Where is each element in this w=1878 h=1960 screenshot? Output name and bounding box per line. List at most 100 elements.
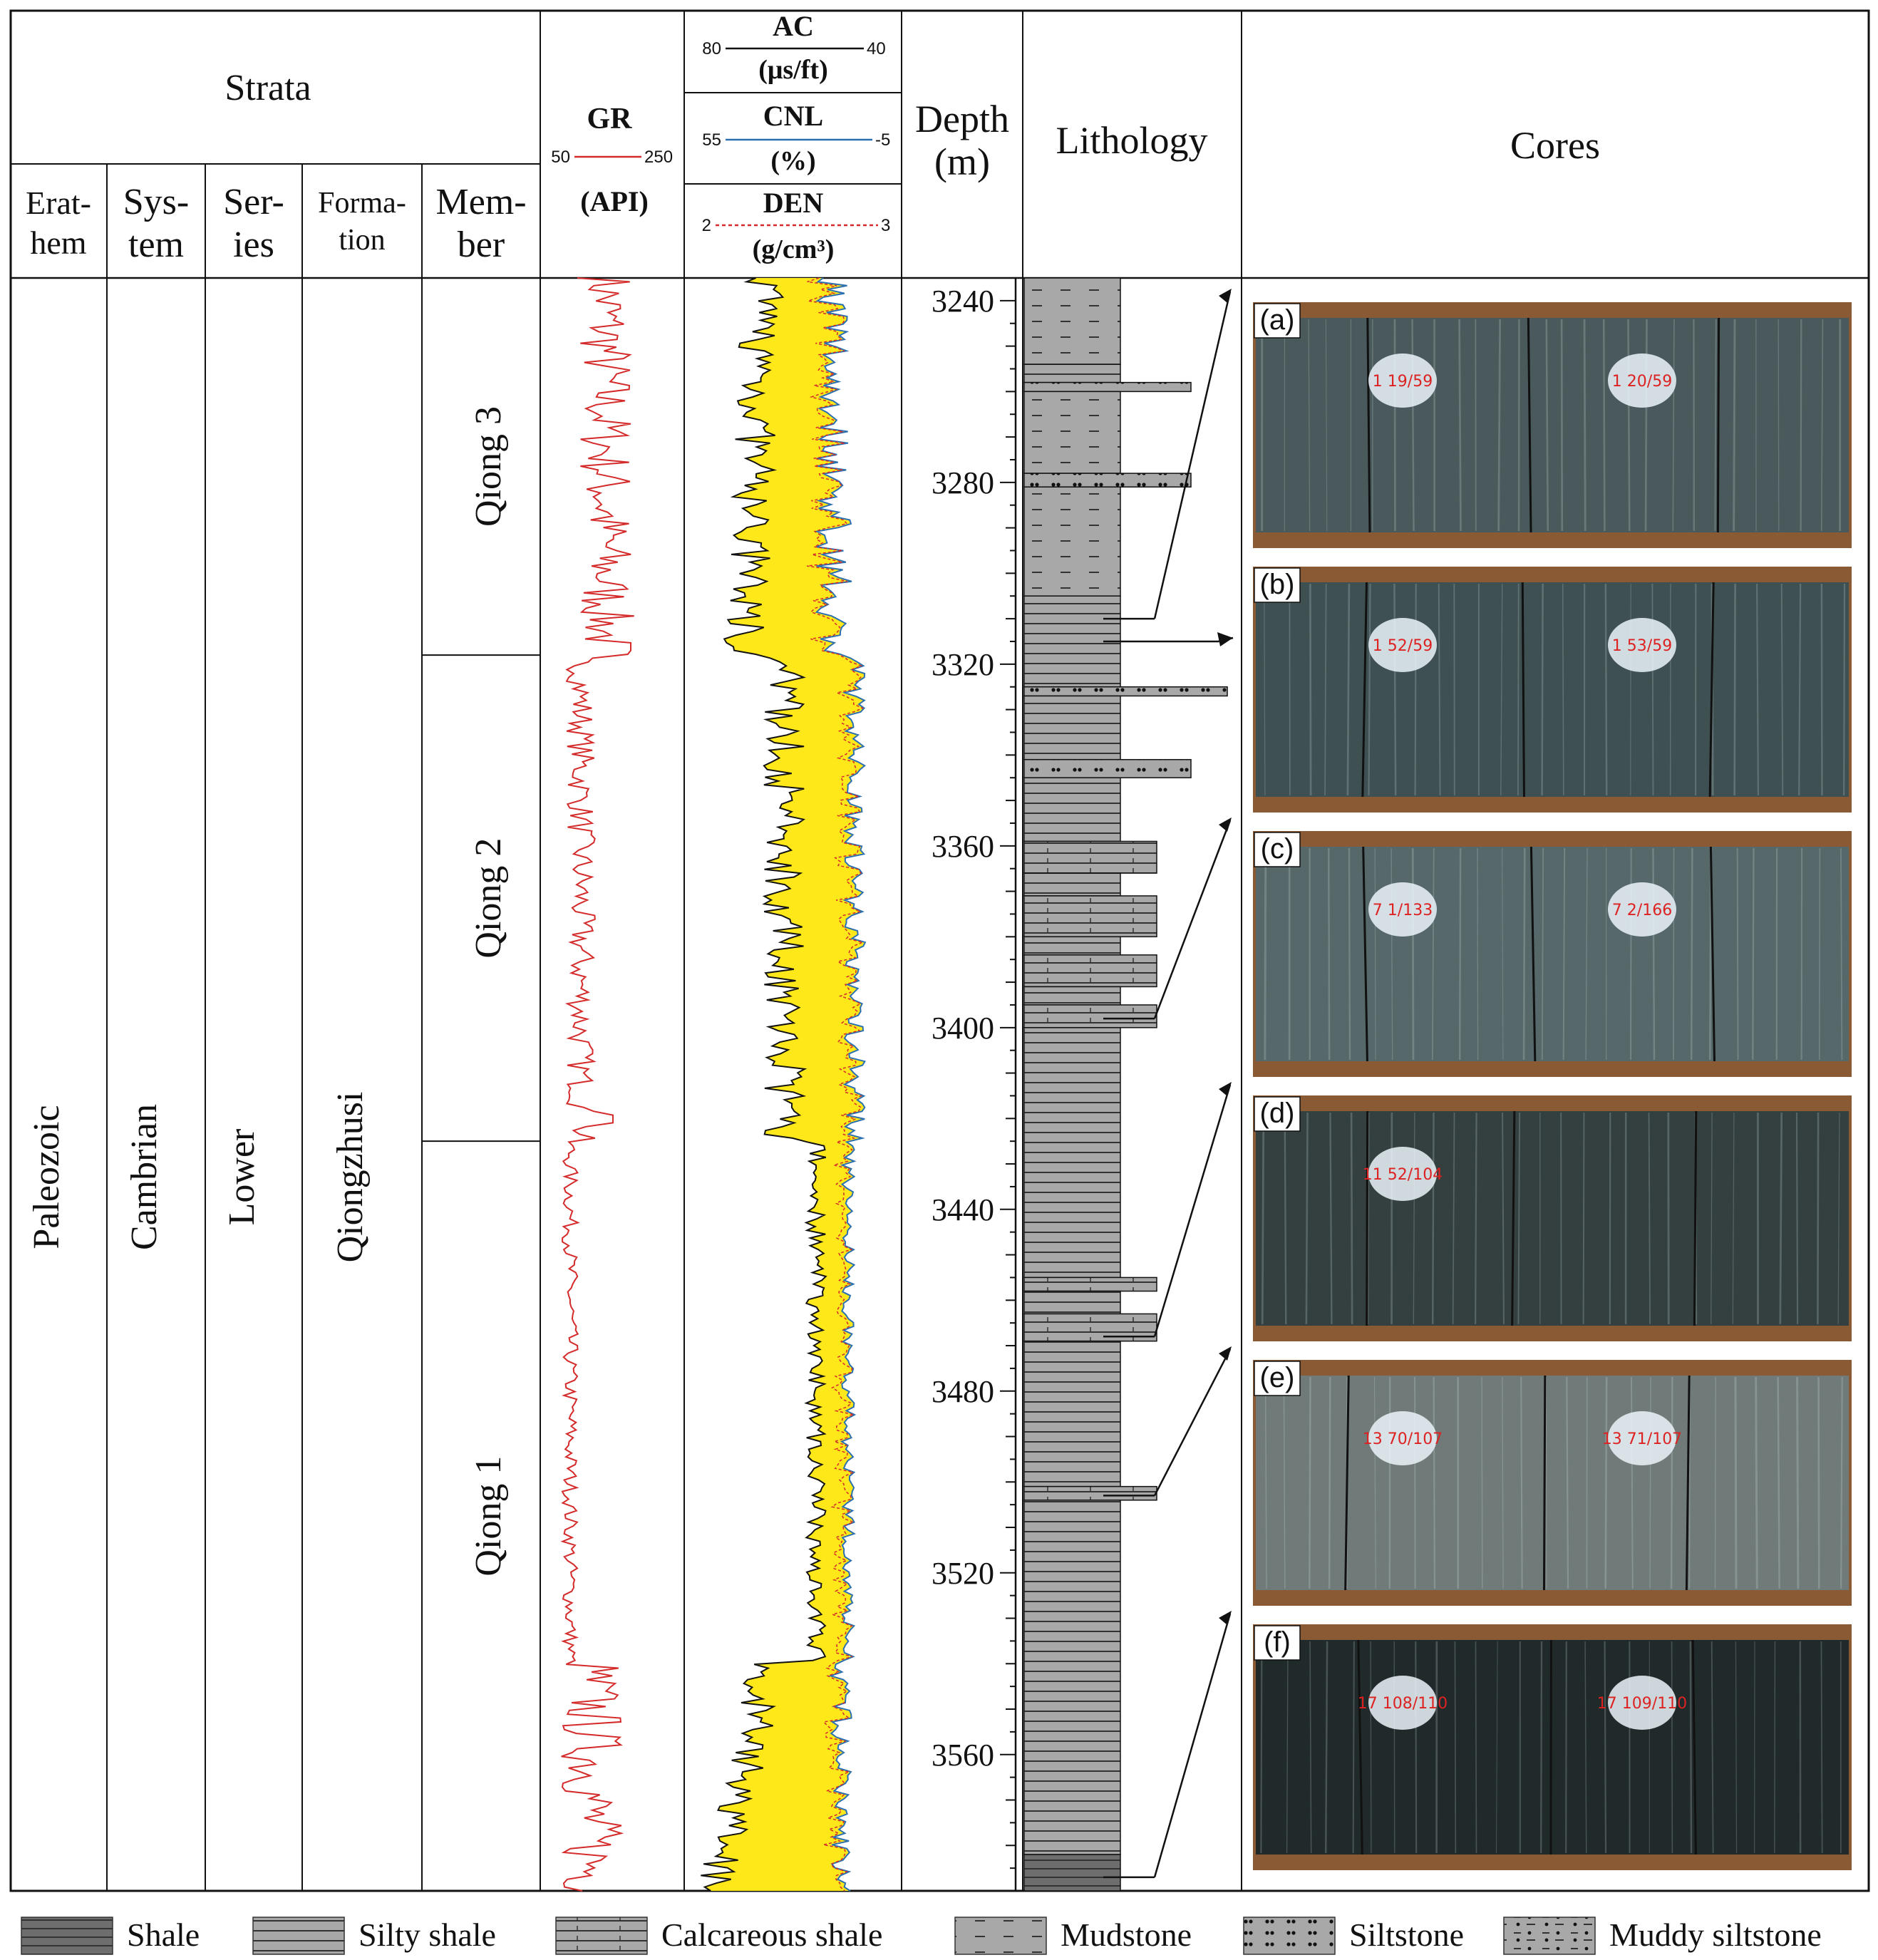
core-lamina	[1475, 1112, 1477, 1325]
lithology-bed	[1023, 486, 1121, 597]
core-crack	[1511, 1110, 1516, 1326]
lithology-bed	[1023, 391, 1121, 474]
sample-tag: 17 108/110	[1358, 1695, 1448, 1713]
core-arrow-head	[1219, 1082, 1232, 1096]
core-lamina	[1651, 583, 1654, 796]
core-lamina	[1800, 319, 1802, 532]
core-lamina	[1817, 1376, 1820, 1589]
core-lamina	[1562, 583, 1564, 796]
sample-tag: 7 2/166	[1612, 902, 1672, 919]
lithology-bed	[1023, 1854, 1121, 1892]
core-lamina	[1284, 1112, 1287, 1325]
core-lamina	[1373, 1376, 1376, 1589]
sample-tag-bg	[1368, 618, 1437, 672]
ac-min: 80	[702, 39, 721, 58]
core-arrow-head	[1219, 1346, 1232, 1361]
core-crack	[1357, 1639, 1363, 1855]
core-lamina	[1352, 1641, 1355, 1854]
core-lamina	[1604, 1641, 1607, 1854]
formation-header-1: Forma-	[318, 187, 406, 220]
core-crack	[1527, 317, 1532, 533]
gr-min: 50	[551, 148, 570, 167]
gr-curve	[560, 277, 634, 1892]
core-lamina	[1309, 1376, 1311, 1589]
formation-header-2: tion	[339, 224, 385, 257]
core-label-box	[1254, 1361, 1301, 1396]
member-label: Qiong 2	[468, 838, 509, 959]
core-label-box	[1254, 1096, 1301, 1132]
core-lamina	[1779, 1112, 1783, 1325]
erathem-header-1: Erat-	[26, 185, 91, 221]
core-photo	[1256, 318, 1849, 532]
core-lamina	[1415, 1641, 1418, 1854]
core-lamina	[1714, 1376, 1716, 1589]
core-lamina	[1631, 1376, 1634, 1589]
core-lamina	[1328, 1376, 1331, 1589]
den-max: 3	[881, 216, 890, 235]
core-lamina	[1840, 1376, 1843, 1589]
core-lamina	[1500, 583, 1503, 796]
core-lamina	[1502, 847, 1504, 1061]
legend-swatch	[555, 1917, 648, 1955]
core-label: (f)	[1264, 1626, 1291, 1658]
sample-tag-bg	[1608, 354, 1676, 408]
depth-header-1: Depth	[915, 98, 1009, 140]
core-lamina	[1414, 583, 1417, 796]
core-lamina	[1458, 319, 1462, 532]
core-lamina	[1735, 1641, 1738, 1854]
core-lamina	[1796, 1376, 1800, 1589]
core-lamina	[1648, 1112, 1651, 1325]
core-lamina	[1260, 1641, 1263, 1854]
sample-tag: 13 71/107	[1602, 1430, 1682, 1448]
system-label: Cambrian	[124, 1104, 165, 1250]
den-curve	[806, 277, 865, 1892]
core-lamina	[1778, 319, 1780, 532]
core-photo	[1256, 1376, 1849, 1590]
core-photo	[1256, 1111, 1849, 1326]
legend-swatch	[954, 1917, 1047, 1955]
core-lamina	[1798, 583, 1802, 796]
core-arrow-head	[1217, 632, 1233, 646]
core-crack	[1361, 582, 1368, 798]
core-lamina	[1431, 847, 1435, 1061]
core-lamina	[1452, 1112, 1455, 1325]
core-lamina	[1840, 847, 1843, 1061]
legend-swatch	[21, 1917, 113, 1955]
core-lamina	[1671, 1641, 1673, 1854]
core-crack	[1521, 582, 1525, 798]
core-lamina	[1520, 1376, 1523, 1589]
sample-tag-bg	[1608, 1411, 1676, 1465]
legend-label: Silty shale	[358, 1917, 496, 1953]
depth-tick-label: 3360	[932, 829, 994, 864]
core-lamina	[1780, 583, 1784, 796]
core-photo	[1256, 1640, 1849, 1855]
core-lamina	[1502, 1376, 1504, 1589]
core-lamina	[1584, 1641, 1587, 1854]
core-lamina	[1309, 1641, 1312, 1854]
core-lamina	[1820, 1641, 1823, 1854]
core-arrow-head	[1219, 289, 1232, 303]
core-lamina	[1324, 583, 1327, 796]
legend-label: Muddy siltstone	[1609, 1917, 1822, 1953]
core-crack	[1344, 1375, 1350, 1591]
ac-title: AC	[773, 10, 814, 42]
outer-frame	[9, 9, 1870, 1892]
erathem-header-2: hem	[30, 225, 86, 261]
core-label: (d)	[1260, 1098, 1295, 1129]
core-lamina	[1541, 583, 1544, 796]
core-lamina	[1477, 847, 1479, 1061]
system-header-2: tem	[128, 225, 184, 265]
depth-tick-label: 3240	[932, 284, 994, 319]
core-lamina	[1517, 583, 1520, 796]
depth-tick-label: 3320	[932, 647, 994, 682]
core-arrows	[1103, 289, 1234, 1879]
core-lamina	[1673, 847, 1675, 1061]
core-lamina	[1734, 1376, 1738, 1589]
series-header-2: ies	[233, 225, 274, 265]
core-lamina	[1324, 1641, 1328, 1854]
depth-tick-label: 3560	[932, 1738, 994, 1773]
core-lamina	[1585, 847, 1588, 1061]
core-lamina	[1368, 583, 1371, 796]
